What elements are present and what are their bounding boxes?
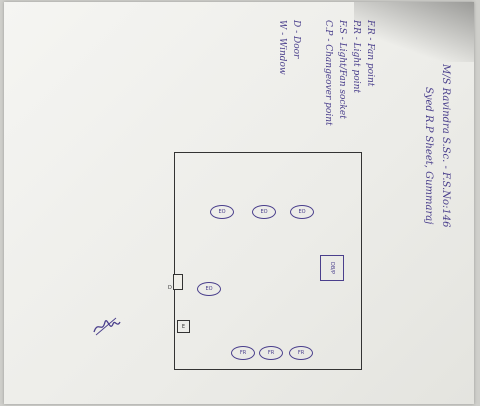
room-outline [174, 152, 362, 370]
door-label: D [168, 285, 172, 291]
distribution-box: DB/P [320, 255, 344, 281]
legend-line-4: C.P - Changeover point [323, 20, 333, 126]
socket-top-2: EO [252, 205, 276, 219]
socket-mid-1: EO [197, 282, 221, 296]
ew-box: E [177, 320, 190, 333]
socket-bottom-2: FR [259, 346, 283, 360]
legend-line-2: P.R - Light point [351, 20, 361, 93]
legend-line-6: W - Window [277, 20, 287, 75]
socket-bottom-3: FR [231, 346, 255, 360]
document-page: M/S Ravindra S.Sc. - F.S.No:146 Syed R.P… [4, 2, 474, 404]
door-symbol [173, 274, 183, 290]
socket-bottom-1: FR [289, 346, 313, 360]
page-corner-shadow [354, 2, 474, 62]
socket-top-1: EO [290, 205, 314, 219]
legend-line-1: F.R - Fan point [365, 20, 375, 87]
header-line-1: M/S Ravindra S.Sc. - F.S.No:146 [440, 64, 451, 228]
header-line-2: Syed R.P Sheet, Gummaraj [423, 87, 434, 225]
signature-icon [93, 317, 121, 336]
socket-top-3: EO [210, 205, 234, 219]
legend-line-5: D - Door [291, 20, 301, 59]
legend-line-3: F.S - Light/Fan socket [337, 20, 347, 119]
